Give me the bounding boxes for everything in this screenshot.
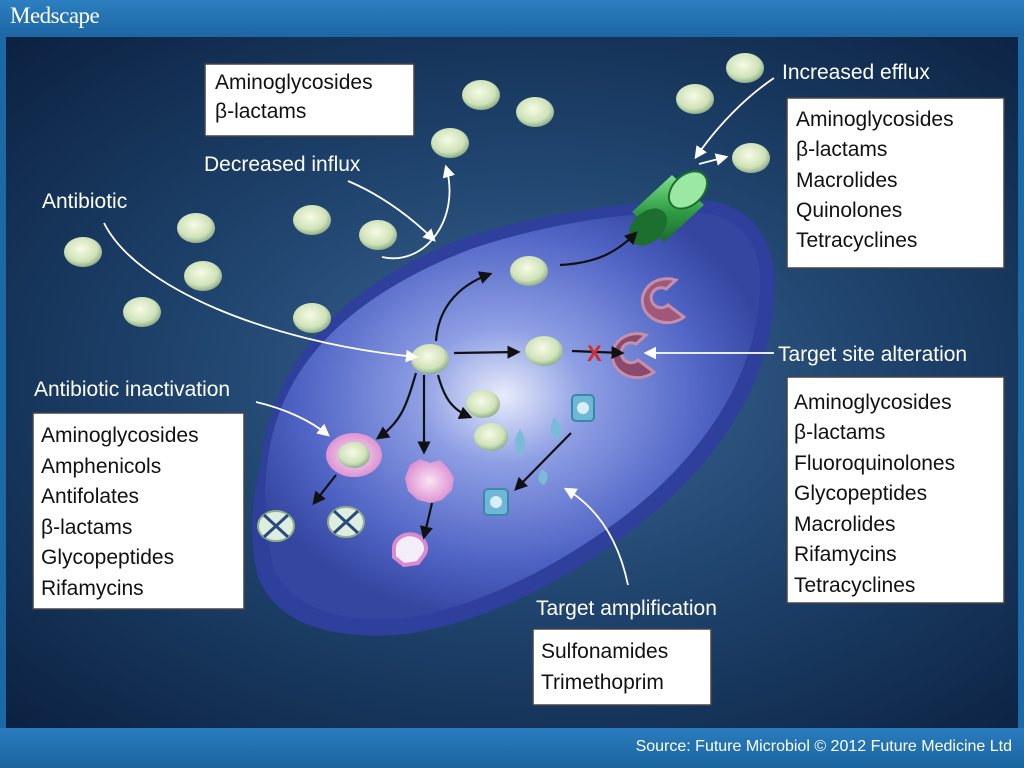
amplification-drug-2: Trimethoprim xyxy=(541,671,664,694)
target-drug-7: Tetracyclines xyxy=(794,574,915,597)
efflux-drug-2: β-lactams xyxy=(796,138,887,161)
target-drug-1: Aminoglycosides xyxy=(794,391,952,414)
amplified-target-icons xyxy=(483,394,595,516)
influx-drug-box: Aminoglycosides β-lactams xyxy=(204,63,415,137)
inactivation-drug-4: β-lactams xyxy=(41,516,132,539)
target-drug-4: Glycopeptides xyxy=(794,482,927,505)
target-drug-2: β-lactams xyxy=(794,421,885,444)
amplification-drug-1: Sulfonamides xyxy=(541,640,668,663)
target-site-icon xyxy=(640,277,687,325)
inactivation-drug-5: Glycopeptides xyxy=(41,546,174,569)
inactivating-enzyme-icons xyxy=(326,433,454,568)
brand-logo: Medscape xyxy=(10,3,100,28)
target-amplification-label: Target amplification xyxy=(536,597,717,620)
efflux-drug-5: Tetracyclines xyxy=(796,229,917,252)
antibiotic-label: Antibiotic xyxy=(42,190,127,213)
label-pointer-arrows xyxy=(103,77,775,586)
antibiotic-inactivation-label: Antibiotic inactivation xyxy=(34,378,230,401)
efflux-drug-1: Aminoglycosides xyxy=(796,108,954,131)
inactivation-drug-3: Antifolates xyxy=(41,485,139,508)
top-bar: Medscape xyxy=(0,0,1024,36)
degraded-antibiotic-icons xyxy=(257,506,365,542)
efflux-drug-3: Macrolides xyxy=(796,169,898,192)
target-drug-5: Macrolides xyxy=(794,513,896,536)
influx-drug-1: Aminoglycosides xyxy=(215,71,373,94)
intracellular-antibiotics xyxy=(411,256,563,451)
source-credit: Source: Future Microbiol © 2012 Future M… xyxy=(635,738,1012,755)
efflux-pump-icon xyxy=(628,170,709,246)
efflux-drug-4: Quinolones xyxy=(796,199,902,222)
target-site-drug-box: Aminoglycosides β-lactams Fluoroquinolon… xyxy=(786,376,1005,604)
inactivation-drug-6: Rifamycins xyxy=(41,577,144,600)
blocked-marker: X xyxy=(587,341,602,366)
target-drug-6: Rifamycins xyxy=(794,543,897,566)
inactivation-drug-box: Aminoglycosides Amphenicols Antifolates … xyxy=(32,412,245,610)
amplification-drug-box: Sulfonamides Trimethoprim xyxy=(532,628,712,706)
antibiotic-molecules xyxy=(64,53,770,333)
inactivation-drug-2: Amphenicols xyxy=(41,455,161,478)
diagram-panel: X Antibiotic Decreased influx Increased … xyxy=(6,37,1018,728)
bottom-bar: Source: Future Microbiol © 2012 Future M… xyxy=(0,728,1024,768)
target-drug-3: Fluoroquinolones xyxy=(794,452,955,475)
efflux-drug-box: Aminoglycosides β-lactams Macrolides Qui… xyxy=(786,97,1005,269)
resistance-diagram: X Antibiotic Decreased influx Increased … xyxy=(32,53,1005,706)
influx-drug-2: β-lactams xyxy=(215,100,306,123)
target-site-alteration-label: Target site alteration xyxy=(778,343,967,366)
increased-efflux-label: Increased efflux xyxy=(782,61,930,84)
intracellular-pathway-arrows xyxy=(312,231,638,540)
inactivation-drug-1: Aminoglycosides xyxy=(41,424,199,447)
decreased-influx-label: Decreased influx xyxy=(204,153,361,176)
